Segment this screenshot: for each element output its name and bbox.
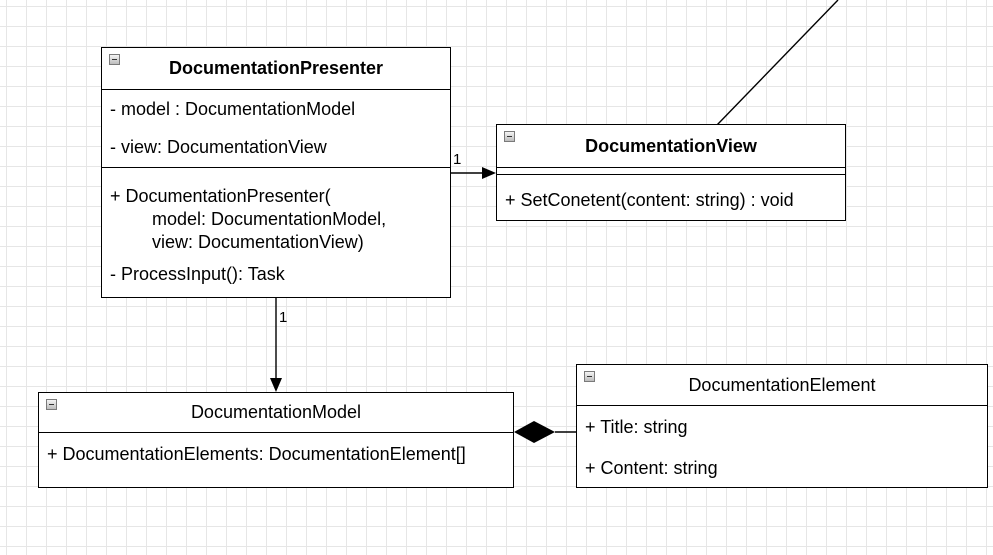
collapse-toggle-icon[interactable] <box>584 371 595 382</box>
method-process-input: - ProcessInput(): Task <box>110 264 285 284</box>
offscreen-connector-line[interactable] <box>716 0 839 126</box>
class-documentation-presenter[interactable]: DocumentationPresenter - model : Documen… <box>101 47 451 298</box>
section-divider <box>497 174 845 175</box>
method-set-content: + SetConetent(content: string) : void <box>505 190 794 210</box>
constructor-line-3: view: DocumentationView) <box>152 232 364 252</box>
attribute-title: + Title: string <box>585 417 688 437</box>
attribute-view: - view: DocumentationView <box>110 137 327 157</box>
class-header: DocumentationPresenter <box>102 48 450 90</box>
class-name: DocumentationElement <box>688 374 876 395</box>
collapse-toggle-icon[interactable] <box>46 399 57 410</box>
attribute-model: - model : DocumentationModel <box>110 99 356 119</box>
multiplicity-presenter-view: 1 <box>453 151 462 168</box>
attribute-documentation-elements: + DocumentationElements: DocumentationEl… <box>47 444 466 464</box>
class-documentation-element[interactable]: DocumentationElement + Title: string + C… <box>576 364 988 488</box>
class-documentation-view[interactable]: DocumentationView + SetConetent(content:… <box>496 124 846 221</box>
constructor-line-1: + DocumentationPresenter( <box>110 186 331 206</box>
attribute-content: + Content: string <box>585 458 718 478</box>
collapse-toggle-icon[interactable] <box>109 54 120 65</box>
constructor-line-2: model: DocumentationModel, <box>152 209 387 229</box>
class-documentation-model[interactable]: DocumentationModel + DocumentationElemen… <box>38 392 514 488</box>
association-arrowhead-view <box>482 167 496 179</box>
class-name: DocumentationView <box>585 135 757 156</box>
multiplicity-presenter-model: 1 <box>279 309 288 326</box>
class-header: DocumentationView <box>497 125 845 168</box>
association-arrowhead-model <box>270 378 282 392</box>
composition-diamond <box>514 421 555 443</box>
class-name: DocumentationPresenter <box>168 58 384 78</box>
class-header: DocumentationElement <box>577 365 987 406</box>
section-divider <box>102 167 450 168</box>
collapse-toggle-icon[interactable] <box>504 131 515 142</box>
class-name: DocumentationModel <box>190 402 362 422</box>
class-header: DocumentationModel <box>39 393 513 433</box>
